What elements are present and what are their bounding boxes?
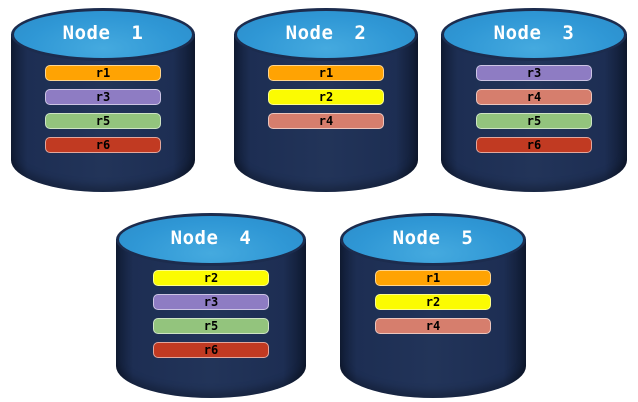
replica-bar-r4: r4 <box>268 113 384 129</box>
cylinder-top-ellipse: Node 2 <box>234 8 418 61</box>
replica-bar-r1: r1 <box>45 65 161 81</box>
cylinder-top-ellipse: Node 3 <box>441 8 627 61</box>
database-node-2: Node 2 r1 r2 r4 <box>234 8 418 192</box>
replica-bar-r2: r2 <box>375 294 491 310</box>
database-node-3: Node 3 r3 r4 r5 r6 <box>441 8 627 192</box>
node-title: Node 4 <box>170 227 252 249</box>
cylinder-top-ellipse: Node 5 <box>340 213 526 266</box>
replica-list: r1 r2 r4 <box>234 65 418 129</box>
node-title: Node 2 <box>285 22 367 44</box>
replica-bar-r6: r6 <box>476 137 592 153</box>
node-title: Node 3 <box>493 22 575 44</box>
cylinder-top-ellipse: Node 4 <box>116 213 306 266</box>
database-node-5: Node 5 r1 r2 r4 <box>340 213 526 398</box>
replica-bar-r4: r4 <box>375 318 491 334</box>
replica-bar-r3: r3 <box>153 294 269 310</box>
node-title: Node 1 <box>62 22 144 44</box>
replica-list: r1 r2 r4 <box>340 270 526 334</box>
replica-bar-r6: r6 <box>153 342 269 358</box>
replica-bar-r3: r3 <box>45 89 161 105</box>
node-title: Node 5 <box>392 227 474 249</box>
replica-bar-r5: r5 <box>476 113 592 129</box>
replica-bar-r5: r5 <box>45 113 161 129</box>
database-node-1: Node 1 r1 r3 r5 r6 <box>11 8 195 192</box>
replica-bar-r2: r2 <box>153 270 269 286</box>
replica-bar-r6: r6 <box>45 137 161 153</box>
database-node-4: Node 4 r2 r3 r5 r6 <box>116 213 306 398</box>
replica-bar-r4: r4 <box>476 89 592 105</box>
replica-bar-r1: r1 <box>375 270 491 286</box>
cylinder-top-ellipse: Node 1 <box>11 8 195 61</box>
replica-bar-r5: r5 <box>153 318 269 334</box>
replica-list: r3 r4 r5 r6 <box>441 65 627 153</box>
replica-bar-r2: r2 <box>268 89 384 105</box>
replica-bar-r3: r3 <box>476 65 592 81</box>
replica-list: r2 r3 r5 r6 <box>116 270 306 358</box>
replica-list: r1 r3 r5 r6 <box>11 65 195 153</box>
replica-bar-r1: r1 <box>268 65 384 81</box>
